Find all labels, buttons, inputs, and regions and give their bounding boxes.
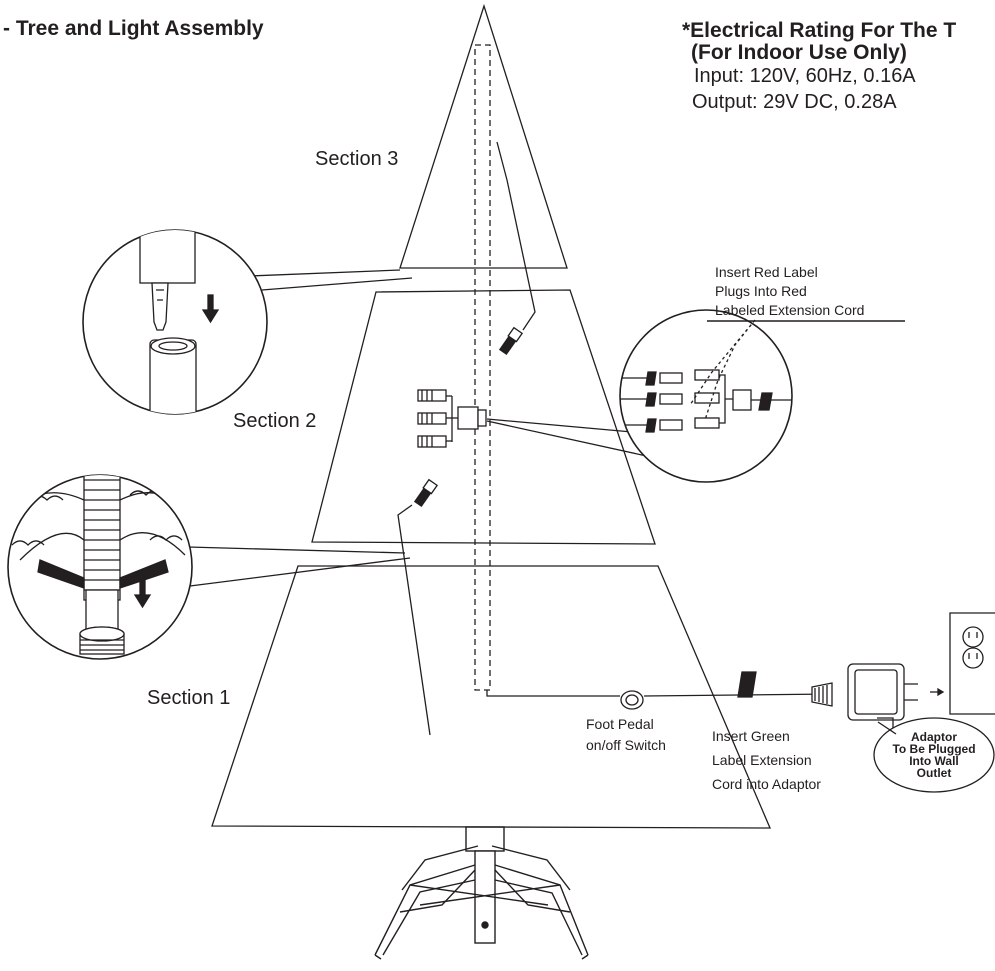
main-cord [486, 690, 833, 697]
bottom-down-arrow [133, 579, 152, 609]
section-2-plug [413, 478, 439, 508]
rating-input: Input: 120V, 60Hz, 0.16A [694, 65, 916, 87]
section-2-trapezoid [311, 289, 656, 545]
section-1-trapezoid [211, 565, 771, 829]
rating-heading: *Electrical Rating For The T [682, 19, 957, 42]
section-3-label: Section 3 [315, 148, 399, 170]
green-label-line-1: Insert Green [712, 728, 790, 744]
section-2-label: Section 2 [233, 410, 317, 432]
red-label-dashed-leader [689, 319, 756, 421]
adaptor-badge-line-1: Adaptor [911, 730, 957, 744]
red-label-line-1: Insert Red Label [715, 264, 818, 280]
red-label-line-2: Plugs Into Red [715, 283, 807, 299]
section-1-label: Section 1 [147, 687, 231, 709]
section-3-cone [399, 3, 568, 269]
adaptor-badge [873, 717, 995, 793]
adaptor [811, 663, 918, 721]
connector-detail [619, 309, 793, 483]
center-pole [474, 44, 491, 691]
rating-scope: (For Indoor Use Only) [691, 41, 907, 64]
adaptor-badge-line-3: Into Wall [909, 754, 959, 768]
section-3-plug [498, 326, 524, 356]
connector-callout-leader [486, 418, 652, 458]
bottom-section-detail [7, 474, 193, 660]
section-3-wire [496, 141, 536, 331]
diagram-title: - Tree and Light Assembly [3, 17, 264, 40]
red-label-line-3: Labeled Extension Cord [715, 302, 865, 318]
adaptor-badge-line-2: To Be Plugged [892, 742, 976, 756]
rating-output: Output: 29V DC, 0.28A [692, 91, 897, 113]
foot-pedal-line-1: Foot Pedal [586, 716, 654, 732]
connector-hub [417, 389, 487, 448]
adaptor-badge-line-4: Outlet [916, 766, 952, 780]
section-1-wire [397, 504, 431, 736]
top-down-arrow [201, 294, 220, 324]
green-label-line-3: Cord into Adaptor [712, 776, 821, 792]
top-pole-detail [82, 229, 268, 415]
foot-pedal-line-2: on/off Switch [586, 737, 666, 753]
wall-outlet [949, 612, 995, 715]
adaptor-badge-pointer [877, 717, 894, 728]
foot-pedal-switch [620, 690, 644, 710]
green-label-line-2: Label Extension [712, 752, 812, 768]
bottom-callout-leader [187, 546, 411, 587]
green-label-band [737, 671, 757, 698]
tree-stand [374, 826, 589, 960]
top-callout-leader [248, 269, 413, 291]
